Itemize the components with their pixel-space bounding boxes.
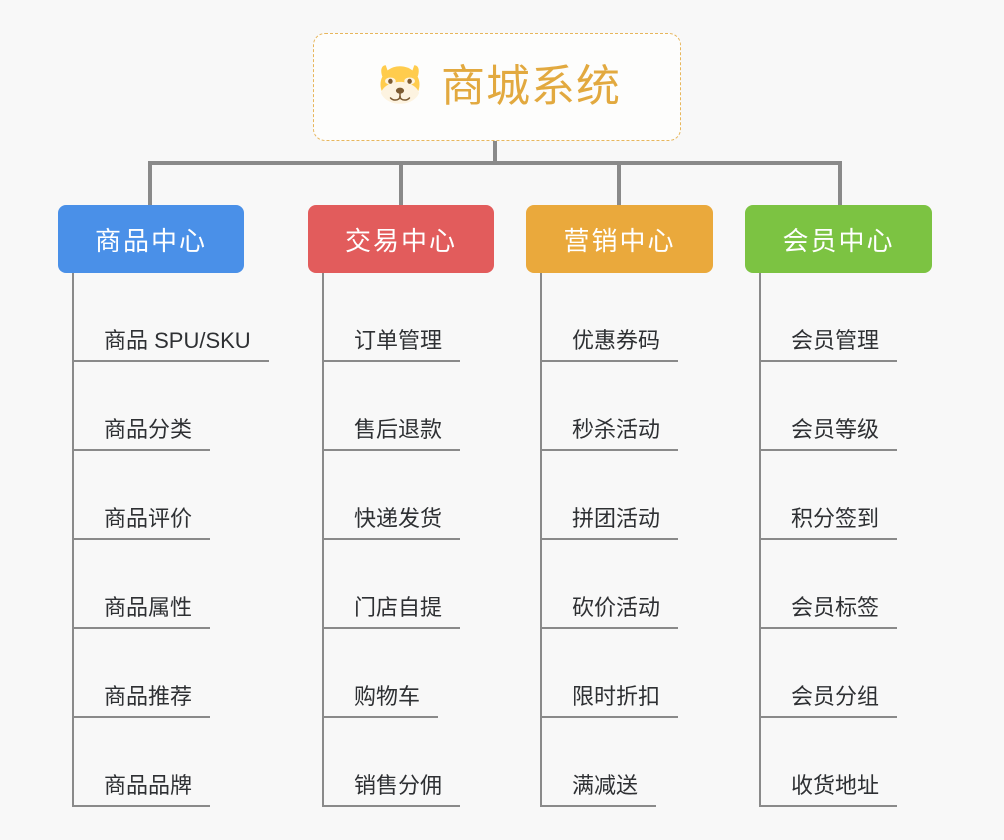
leaf-label: 售后退款	[324, 417, 461, 451]
leaf-label: 门店自提	[324, 595, 461, 629]
branch-column-1: 商品中心 商品 SPU/SKU 商品分类 商品评价 商品属性 商品推荐 商品品牌	[58, 205, 269, 807]
leaf-list-4: 会员管理 会员等级 积分签到 会员标签 会员分组 收货地址	[759, 273, 932, 807]
leaf-label: 秒杀活动	[542, 417, 679, 451]
leaf-item[interactable]: 商品品牌	[74, 718, 269, 807]
leaf-label: 商品 SPU/SKU	[74, 328, 269, 362]
leaf-item[interactable]: 限时折扣	[542, 629, 713, 718]
leaf-label: 快递发货	[324, 506, 461, 540]
connector-root-stem	[493, 141, 497, 164]
leaf-label: 满减送	[542, 773, 657, 807]
branch-header-2[interactable]: 交易中心	[308, 205, 494, 273]
leaf-label: 商品分类	[74, 417, 211, 451]
connector-drop-3	[617, 161, 621, 205]
leaf-item[interactable]: 拼团活动	[542, 451, 713, 540]
leaf-item[interactable]: 商品评价	[74, 451, 269, 540]
leaf-label: 购物车	[324, 684, 439, 718]
leaf-item[interactable]: 砍价活动	[542, 540, 713, 629]
connector-drop-2	[399, 161, 403, 205]
leaf-item[interactable]: 售后退款	[324, 362, 494, 451]
connector-drop-1	[148, 161, 152, 205]
leaf-label: 商品评价	[74, 506, 211, 540]
leaf-label: 限时折扣	[542, 684, 679, 718]
leaf-item[interactable]: 购物车	[324, 629, 494, 718]
leaf-label: 商品推荐	[74, 684, 211, 718]
leaf-item[interactable]: 优惠券码	[542, 273, 713, 362]
leaf-label: 拼团活动	[542, 506, 679, 540]
leaf-item[interactable]: 销售分佣	[324, 718, 494, 807]
leaf-label: 销售分佣	[324, 773, 461, 807]
leaf-label: 积分签到	[761, 506, 898, 540]
dog-face-icon	[380, 65, 420, 104]
branch-header-1[interactable]: 商品中心	[58, 205, 244, 273]
leaf-item[interactable]: 积分签到	[761, 451, 932, 540]
branch-header-3[interactable]: 营销中心	[526, 205, 713, 273]
branch-column-3: 营销中心 优惠券码 秒杀活动 拼团活动 砍价活动 限时折扣 满减送	[526, 205, 713, 807]
branch-column-2: 交易中心 订单管理 售后退款 快递发货 门店自提 购物车 销售分佣	[308, 205, 494, 807]
leaf-label: 会员等级	[761, 417, 898, 451]
leaf-item[interactable]: 商品分类	[74, 362, 269, 451]
root-node[interactable]: 商城系统	[313, 33, 681, 141]
leaf-item[interactable]: 商品 SPU/SKU	[74, 273, 269, 362]
leaf-label: 会员管理	[761, 328, 898, 362]
leaf-list-3: 优惠券码 秒杀活动 拼团活动 砍价活动 限时折扣 满减送	[540, 273, 713, 807]
branch-header-4[interactable]: 会员中心	[745, 205, 932, 273]
connector-horizontal-bus	[148, 161, 842, 165]
leaf-item[interactable]: 会员分组	[761, 629, 932, 718]
leaf-list-1: 商品 SPU/SKU 商品分类 商品评价 商品属性 商品推荐 商品品牌	[72, 273, 269, 807]
branch-column-4: 会员中心 会员管理 会员等级 积分签到 会员标签 会员分组 收货地址	[745, 205, 932, 807]
leaf-item[interactable]: 商品属性	[74, 540, 269, 629]
leaf-item[interactable]: 快递发货	[324, 451, 494, 540]
leaf-list-2: 订单管理 售后退款 快递发货 门店自提 购物车 销售分佣	[322, 273, 494, 807]
leaf-label: 订单管理	[324, 328, 461, 362]
leaf-item[interactable]: 商品推荐	[74, 629, 269, 718]
connector-drop-4	[838, 161, 842, 205]
leaf-label: 优惠券码	[542, 328, 679, 362]
leaf-item[interactable]: 会员等级	[761, 362, 932, 451]
leaf-label: 商品品牌	[74, 773, 211, 807]
leaf-item[interactable]: 订单管理	[324, 273, 494, 362]
leaf-item[interactable]: 满减送	[542, 718, 713, 807]
leaf-label: 会员分组	[761, 684, 898, 718]
leaf-item[interactable]: 会员管理	[761, 273, 932, 362]
leaf-item[interactable]: 门店自提	[324, 540, 494, 629]
leaf-item[interactable]: 秒杀活动	[542, 362, 713, 451]
root-title: 商城系统	[441, 62, 621, 111]
leaf-item[interactable]: 会员标签	[761, 540, 932, 629]
leaf-label: 商品属性	[74, 595, 211, 629]
leaf-item[interactable]: 收货地址	[761, 718, 932, 807]
leaf-label: 收货地址	[761, 773, 898, 807]
leaf-label: 砍价活动	[542, 595, 679, 629]
leaf-label: 会员标签	[761, 595, 898, 629]
